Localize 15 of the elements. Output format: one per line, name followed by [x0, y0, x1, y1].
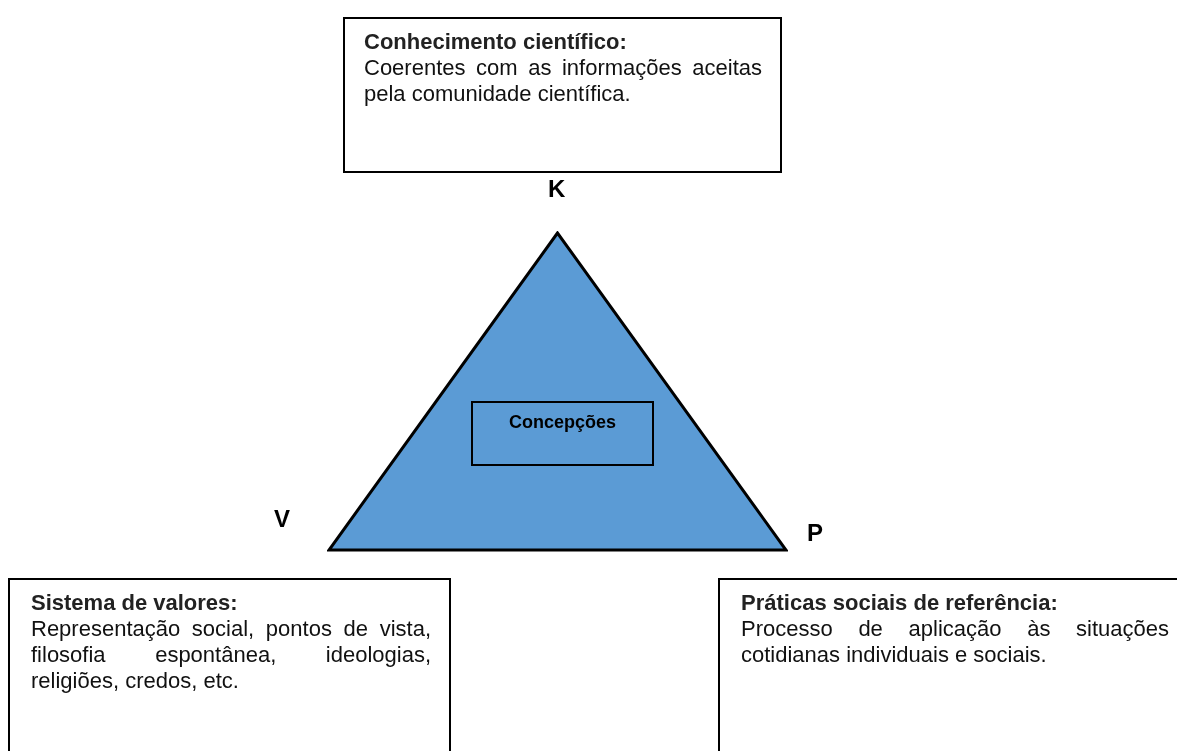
box-description: Coerentes com as informações aceitas pela comunidade científica. — [364, 55, 762, 107]
triangle-shape — [327, 231, 788, 552]
text-box — [343, 17, 782, 173]
box-description: Processo de aplicação às situações cotidianas individuais e sociais. — [741, 616, 1169, 668]
box-label: Concepções — [508, 413, 616, 431]
box-description: Representação social, pontos de vista, filosofia espontânea, ideologias, religiões, credos, etc. — [31, 616, 431, 694]
concept-box — [471, 401, 654, 466]
text-box — [718, 578, 1177, 751]
box-heading: Práticas sociais de referência: — [741, 590, 1059, 616]
vertex-label: V — [274, 507, 290, 531]
vertex-label: K — [548, 177, 566, 201]
box-heading: Sistema de valores: — [31, 590, 239, 616]
vertex-label: P — [807, 521, 823, 545]
text-box — [8, 578, 451, 751]
box-heading: Conhecimento científico: — [364, 29, 628, 55]
